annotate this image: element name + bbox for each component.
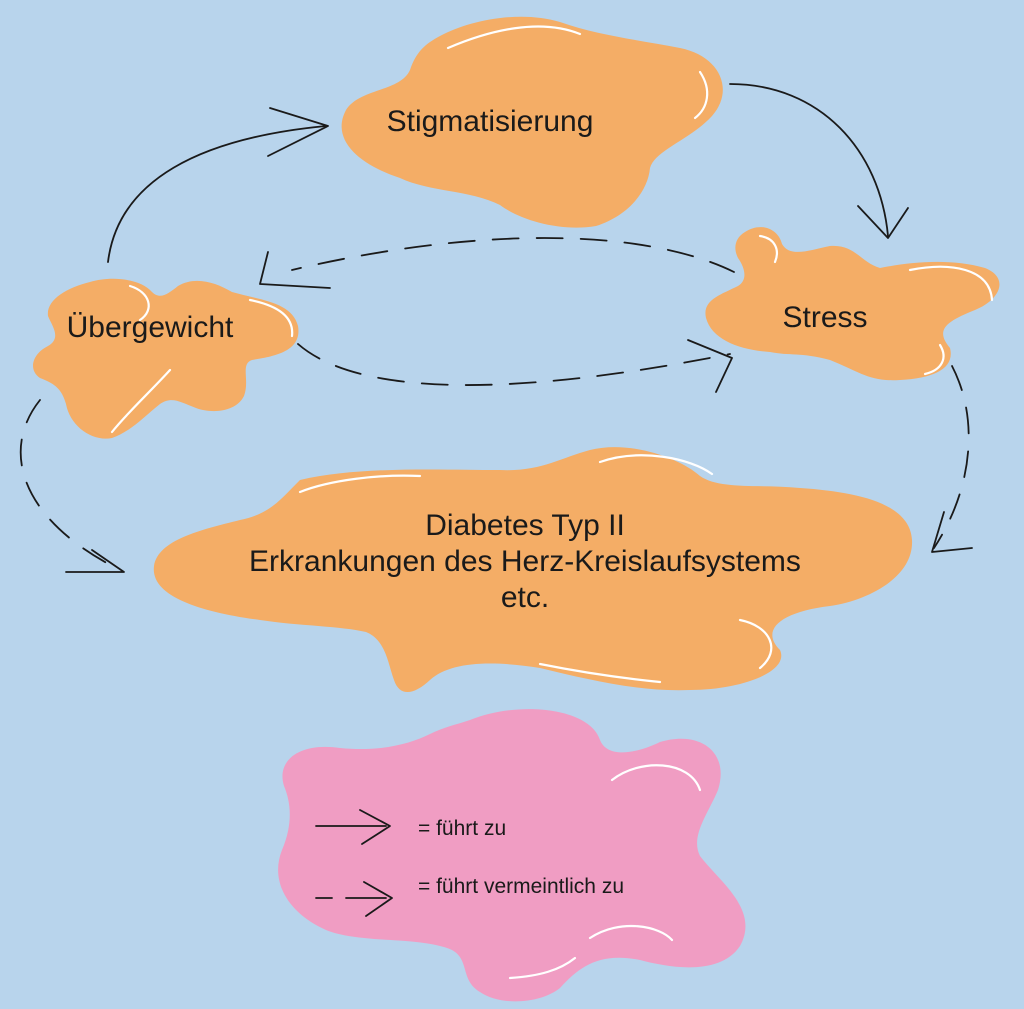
- disease-label-line-3: etc.: [500, 581, 550, 614]
- arrow-uebergewicht-to-stress: [297, 339, 733, 393]
- legend-dashed-arrow: [315, 881, 393, 917]
- uebergewicht-label: Übergewicht: [66, 311, 234, 344]
- legend-shape: [278, 709, 746, 1002]
- legend-solid-arrow: [315, 809, 391, 845]
- legend-dashed-label: = führt vermeintlich zu: [418, 875, 625, 898]
- arrow-stress-to-uebergewicht: [259, 237, 735, 289]
- stress-label: Stress: [782, 301, 868, 334]
- arrow-stress-to-disease: [931, 365, 973, 553]
- disease-label: Diabetes Typ II Erkrankungen des Herz-Kr…: [160, 508, 890, 616]
- stress-node-shape: [705, 227, 1000, 381]
- stigmatisierung-label: Stigmatisierung: [386, 105, 594, 138]
- arrow-stigmatisierung-to-stress: [729, 83, 909, 239]
- stigmatisierung-node-shape: [341, 16, 723, 228]
- disease-node-shape: [153, 447, 913, 693]
- legend-solid-label: = führt zu: [418, 817, 507, 840]
- arrow-uebergewicht-to-disease: [19, 399, 125, 573]
- disease-label-line-1: Diabetes Typ II: [425, 509, 625, 542]
- disease-label-line-2: Erkrankungen des Herz-Kreislaufsystems: [249, 545, 801, 578]
- arrow-uebergewicht-to-stigmatisierung: [107, 107, 329, 263]
- uebergewicht-node-shape: [33, 278, 299, 439]
